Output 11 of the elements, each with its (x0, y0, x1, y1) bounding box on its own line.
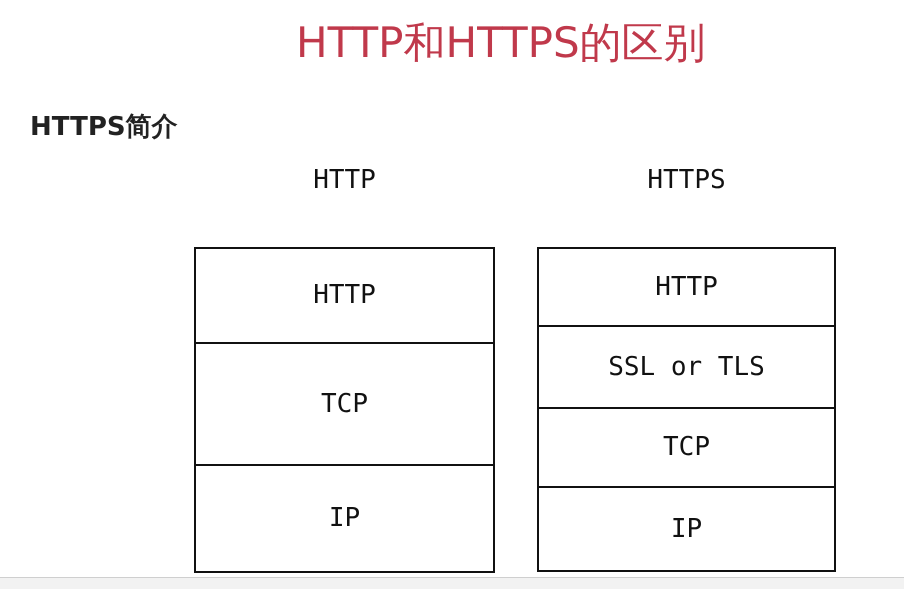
layer-label: IP (328, 502, 360, 535)
layer-label: TCP (321, 388, 368, 420)
stack-heading: HTTPS (647, 164, 726, 197)
layer-label: TCP (663, 431, 710, 464)
stack-heading: HTTP (313, 164, 376, 197)
slide-title: HTTP和HTTPS的区别 (296, 17, 706, 69)
section-heading: HTTPS简介 (30, 111, 178, 144)
layer-label: IP (670, 512, 702, 546)
layer-label: SSL or TLS (608, 350, 765, 384)
layer-label: HTTP (313, 279, 376, 312)
layer-label: HTTP (655, 270, 718, 304)
